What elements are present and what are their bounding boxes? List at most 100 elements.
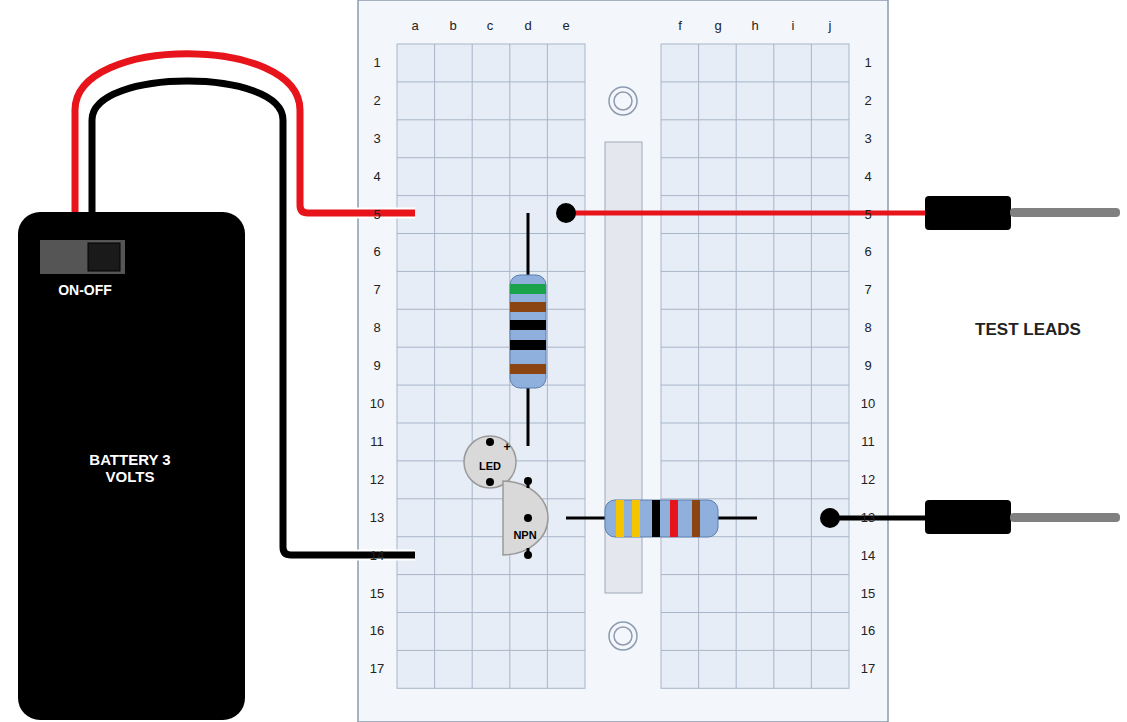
grid-line	[661, 423, 849, 424]
resistor-band	[510, 320, 546, 330]
grid-line	[661, 650, 849, 651]
row-number: 15	[861, 586, 875, 601]
resistor-symbol	[510, 275, 546, 388]
grid-line	[661, 498, 849, 499]
lead-dot	[556, 203, 576, 223]
row-number: 4	[864, 169, 871, 184]
row-number: 13	[370, 510, 384, 525]
grid-line	[397, 81, 585, 82]
grid-line	[472, 44, 473, 688]
grid-line	[397, 612, 585, 613]
row-number: 1	[373, 55, 380, 70]
grid-line	[397, 536, 585, 537]
column-letter: h	[751, 19, 758, 34]
grid-line	[397, 650, 585, 651]
mounting-hole	[614, 92, 632, 110]
resistor-band	[510, 302, 546, 312]
resistor-band	[616, 500, 624, 537]
transistor-pin	[524, 477, 532, 485]
transistor-pin	[524, 514, 532, 522]
grid-line	[661, 157, 849, 158]
grid-line	[661, 119, 849, 120]
red-wire	[75, 54, 415, 213]
row-number: 2	[373, 93, 380, 108]
row-number: 9	[373, 359, 380, 374]
row-number: 8	[373, 321, 380, 336]
resistor-band	[692, 500, 700, 537]
grid-line	[397, 385, 585, 386]
row-number: 6	[373, 245, 380, 260]
grid-line	[397, 195, 585, 196]
polarity-mark: +	[503, 441, 510, 455]
row-number: 17	[370, 662, 384, 677]
mounting-hole	[609, 622, 637, 650]
grid-line	[661, 460, 849, 461]
battery-label: BATTERY 3 VOLTS	[85, 451, 175, 486]
grid-line	[661, 347, 849, 348]
battery-pack	[18, 212, 245, 720]
row-number: 14	[861, 548, 875, 563]
probe-pin	[1010, 208, 1120, 217]
row-number: 1	[864, 55, 871, 70]
grid-line	[397, 233, 585, 234]
grid-line	[661, 271, 849, 272]
test-lead-wire	[830, 516, 926, 521]
resistor-band	[510, 284, 546, 294]
switch	[40, 240, 125, 274]
resistor-band	[510, 364, 546, 374]
row-number: 3	[373, 131, 380, 146]
probe-plug	[925, 500, 1011, 534]
column-letter: c	[487, 19, 494, 34]
led-label: LED	[479, 460, 501, 473]
row-number: 2	[864, 93, 871, 108]
row-number: 13	[861, 510, 875, 525]
switch-label: ON-OFF	[58, 282, 112, 298]
column-letter: a	[411, 19, 418, 34]
grid-line	[661, 81, 849, 82]
column-letter: f	[678, 19, 682, 34]
resistor-band	[670, 500, 678, 537]
grid-line	[434, 44, 435, 688]
grid-line	[397, 157, 585, 158]
hole-grid	[397, 44, 585, 688]
row-number: 15	[370, 586, 384, 601]
grid-line	[397, 347, 585, 348]
row-number: 5	[864, 207, 871, 222]
grid-line	[811, 44, 812, 688]
grid-line	[661, 574, 849, 575]
breadboard	[358, 0, 888, 722]
grid-line	[397, 271, 585, 272]
row-number: 3	[864, 131, 871, 146]
led-pin	[486, 438, 494, 446]
row-number: 12	[370, 472, 384, 487]
column-letter: d	[524, 19, 531, 34]
breadboard-grid	[397, 44, 849, 688]
grid-line	[397, 574, 585, 575]
test-leads-label: TEST LEADS	[975, 320, 1081, 340]
resistor-symbol	[605, 500, 718, 537]
row-number: 9	[864, 359, 871, 374]
row-number: 8	[864, 321, 871, 336]
column-letter: e	[562, 19, 569, 34]
column-letter: j	[829, 19, 832, 34]
row-number: 16	[861, 624, 875, 639]
row-number: 7	[864, 283, 871, 298]
row-number: 11	[861, 434, 875, 449]
grid-line	[698, 44, 699, 688]
transistor-label: NPN	[513, 529, 536, 542]
mounting-hole	[614, 627, 632, 645]
row-number: 12	[861, 472, 875, 487]
switch-knob	[88, 243, 120, 271]
row-number: 16	[370, 624, 384, 639]
grid-line	[397, 498, 585, 499]
transistor-symbol	[503, 481, 548, 555]
resistor-band	[510, 340, 546, 350]
grid-line	[661, 612, 849, 613]
grid-line	[773, 44, 774, 688]
lead-dot	[820, 508, 840, 528]
mounting-hole	[609, 87, 637, 115]
